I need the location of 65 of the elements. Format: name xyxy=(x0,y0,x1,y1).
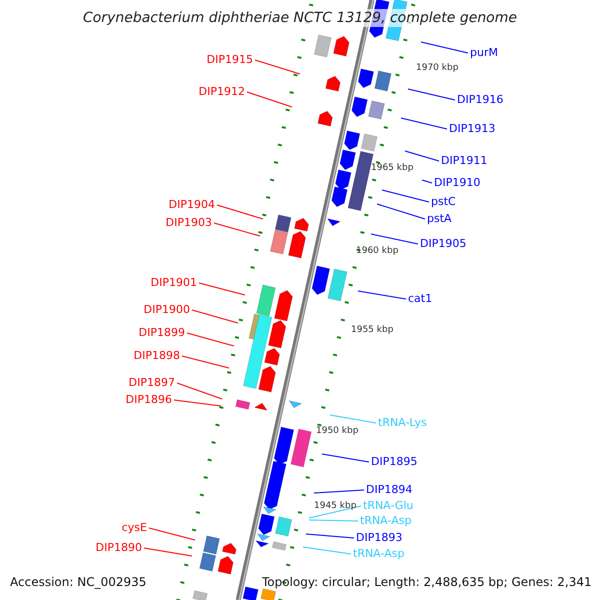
gene-label: DIP1897 xyxy=(128,376,175,390)
gene-label: tRNA-Asp xyxy=(353,547,404,561)
leader-line xyxy=(308,520,358,522)
gene-label: tRNA-Lys xyxy=(378,416,427,430)
leader-line xyxy=(358,290,406,300)
gene-label: tRNA-Asp xyxy=(360,514,412,528)
gene-label: DIP1898 xyxy=(134,349,180,363)
leader-line xyxy=(370,234,418,244)
gene-label: DIP1910 xyxy=(434,176,480,190)
gene-label: tRNA-Glu xyxy=(363,499,414,513)
leader-line xyxy=(302,546,352,554)
leader-line xyxy=(422,180,432,184)
scale-label: 1955 kbp xyxy=(351,324,394,336)
gene-label: DIP1901 xyxy=(150,276,197,290)
leader-line xyxy=(254,60,300,74)
gene-label: DIP1890 xyxy=(96,541,142,555)
gene-label: DIP1916 xyxy=(457,93,504,107)
scale-label: 1960 kbp xyxy=(356,245,398,257)
gene-label: DIP1900 xyxy=(144,303,190,317)
gene-label: pstA xyxy=(427,212,452,226)
gene-label: DIP1899 xyxy=(138,326,185,340)
scale-label: 1970 kbp xyxy=(416,62,458,74)
leader-line xyxy=(186,332,234,346)
gene-label: DIP1893 xyxy=(356,531,402,545)
leader-line xyxy=(174,400,222,406)
leader-line xyxy=(376,204,426,220)
leader-line xyxy=(144,548,192,556)
gene-label: DIP1904 xyxy=(168,198,215,212)
leader-line xyxy=(322,454,370,462)
leader-line xyxy=(314,490,364,494)
gene-label: DIP1915 xyxy=(206,53,253,67)
scale-label: 1945 kbp xyxy=(314,500,356,512)
leader-line xyxy=(330,414,376,424)
leader-line xyxy=(382,190,430,202)
leader-line xyxy=(192,310,238,324)
leader-line xyxy=(308,506,362,518)
leader-line xyxy=(198,282,246,296)
gene-label: DIP1895 xyxy=(371,455,418,469)
footer-note: Topology: circular; Length: 2,488,635 bp; Genes: 2,341 xyxy=(262,574,592,590)
gene-label: DIP1905 xyxy=(420,237,466,251)
gene-label: DIP1903 xyxy=(166,216,212,230)
gene-label: cat1 xyxy=(408,292,432,306)
gene-label: pstC xyxy=(431,195,456,209)
leader-line xyxy=(408,88,456,100)
scale-label: 1965 kbp xyxy=(371,162,414,174)
leader-line xyxy=(420,42,468,54)
leader-line xyxy=(182,356,230,368)
gene-label: cysE xyxy=(122,521,147,535)
gene-label: purM xyxy=(470,46,498,60)
leader-line xyxy=(216,204,264,220)
scale-label: 1950 kbp xyxy=(316,425,358,437)
leader-line xyxy=(246,92,292,108)
title: Corynebacterium diphtheriae NCTC 13129, complete genome xyxy=(82,9,518,27)
leader-line xyxy=(148,528,196,540)
gene-label: DIP1894 xyxy=(366,483,412,497)
gene-label: DIP1911 xyxy=(441,154,488,168)
gene-label: DIP1913 xyxy=(449,122,496,136)
leader-line xyxy=(306,534,354,538)
leader-line xyxy=(404,150,440,162)
gene-label: DIP1912 xyxy=(198,85,245,99)
footer-note: Accession: NC_002935 xyxy=(10,574,146,590)
gene-label: DIP1896 xyxy=(126,393,172,407)
leader-line xyxy=(214,222,260,236)
leader-line xyxy=(400,118,448,130)
leader-line xyxy=(176,382,222,400)
